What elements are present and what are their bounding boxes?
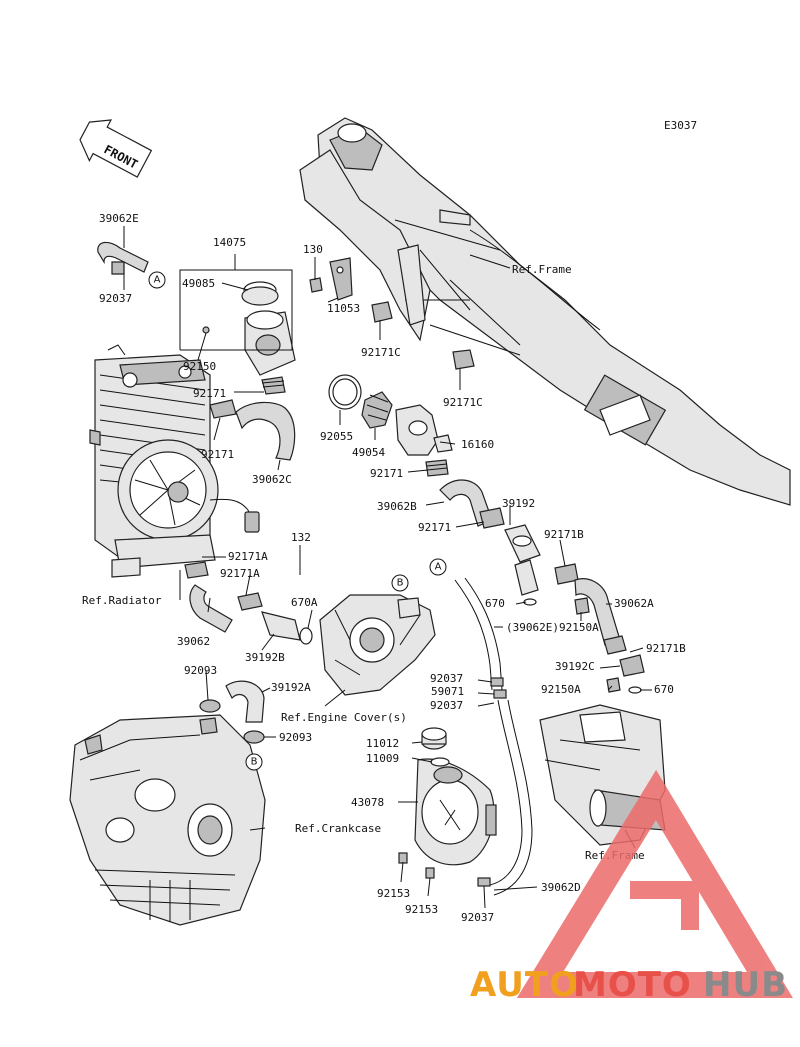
part-label-43078: 43078: [351, 796, 384, 809]
part-label-39192: 39192: [502, 497, 535, 510]
callout-b-bottom: B: [245, 753, 263, 771]
part-label-132: 132: [291, 531, 311, 544]
part-label-39192A: 39192A: [271, 681, 311, 694]
front-arrow: FRONT: [79, 119, 153, 178]
part-label-670-b: 670: [654, 683, 674, 696]
part-label-92150A-b: 92150A: [541, 683, 581, 696]
part-label-14075: 14075: [213, 236, 246, 249]
callout-b-bottom-label: B: [251, 757, 258, 768]
part-label-92171-c: 92171: [370, 467, 403, 480]
diagram-code: E3037: [664, 119, 697, 132]
part-label-92037-top: 92037: [99, 292, 132, 305]
part-label-11012: 11012: [366, 737, 399, 750]
part-label-92171-a: 92171: [193, 387, 226, 400]
part-label-49085: 49085: [182, 277, 215, 290]
callout-a-top-label: A: [154, 275, 161, 286]
ref-engine-cover: Ref.Engine Cover(s): [281, 711, 407, 724]
watermark-logo: [516, 769, 793, 998]
part-label-11053: 11053: [327, 302, 360, 315]
engine-cover-drawing: [319, 594, 497, 879]
part-label-39062E: 39062E: [99, 212, 139, 225]
part-label-59071: 59071: [431, 685, 464, 698]
part-label-49054: 49054: [352, 446, 385, 459]
part-label-92171-d: 92171: [418, 521, 451, 534]
part-label-92171B-b: 92171B: [646, 642, 686, 655]
callout-a-mid: A: [429, 558, 447, 576]
watermark-hub: HUB: [703, 965, 788, 1005]
part-label-39062D: 39062D: [541, 881, 581, 894]
part-label-92153-b: 92153: [405, 903, 438, 916]
callout-a-mid-label: A: [435, 562, 442, 573]
frame-drawing: [299, 117, 791, 506]
part-label-92093-b: 92093: [279, 731, 312, 744]
part-label-92055: 92055: [320, 430, 353, 443]
part-label-39062C: 39062C: [252, 473, 292, 486]
part-label-92171A-b: 92171A: [220, 567, 260, 580]
part-label-92037-mid: 92037: [430, 672, 463, 685]
part-label-92150A-a: 92150A: [559, 621, 599, 634]
part-label-130: 130: [303, 243, 323, 256]
part-label-11009: 11009: [366, 752, 399, 765]
part-label-670-a: 670: [485, 597, 505, 610]
crankcase-drawing: [69, 714, 266, 926]
part-label-92153-a: 92153: [377, 887, 410, 900]
part-label-92171C-a: 92171C: [361, 346, 401, 359]
ref-crankcase: Ref.Crankcase: [295, 822, 381, 835]
callout-b-top-label: B: [397, 578, 404, 589]
part-label-92171B-a: 92171B: [544, 528, 584, 541]
watermark-moto: MOTO: [573, 965, 692, 1005]
callout-a-top: A: [148, 271, 166, 289]
part-label-670A: 670A: [291, 596, 318, 609]
thermostat-housing-drawing: [202, 257, 475, 477]
part-label-92037-mid2: 92037: [430, 699, 463, 712]
part-label-39062E-ref: (39062E): [506, 621, 559, 634]
ref-frame-top: Ref.Frame: [512, 263, 572, 276]
watermark-auto: AUTO: [470, 965, 579, 1005]
part-label-39062A: 39062A: [614, 597, 654, 610]
part-label-92037-bot: 92037: [461, 911, 494, 924]
part-label-92171C-b: 92171C: [443, 396, 483, 409]
watermark-text: AUTO MOTO HUB: [470, 965, 788, 1005]
part-label-39192B: 39192B: [245, 651, 285, 664]
part-label-92093-a: 92093: [184, 664, 217, 677]
part-label-92150: 92150: [183, 360, 216, 373]
part-label-92171-b: 92171: [201, 448, 234, 461]
callout-b-top: B: [391, 574, 409, 592]
part-label-39062B: 39062B: [377, 500, 417, 513]
part-label-92171A-a: 92171A: [228, 550, 268, 563]
leader-lines: [123, 226, 652, 909]
ref-radiator: Ref.Radiator: [82, 594, 162, 607]
radiator-drawing: [89, 344, 260, 578]
part-label-39062: 39062: [177, 635, 210, 648]
hoses-drawing: [97, 241, 645, 896]
part-label-16160: 16160: [461, 438, 494, 451]
part-label-39192C: 39192C: [555, 660, 595, 673]
